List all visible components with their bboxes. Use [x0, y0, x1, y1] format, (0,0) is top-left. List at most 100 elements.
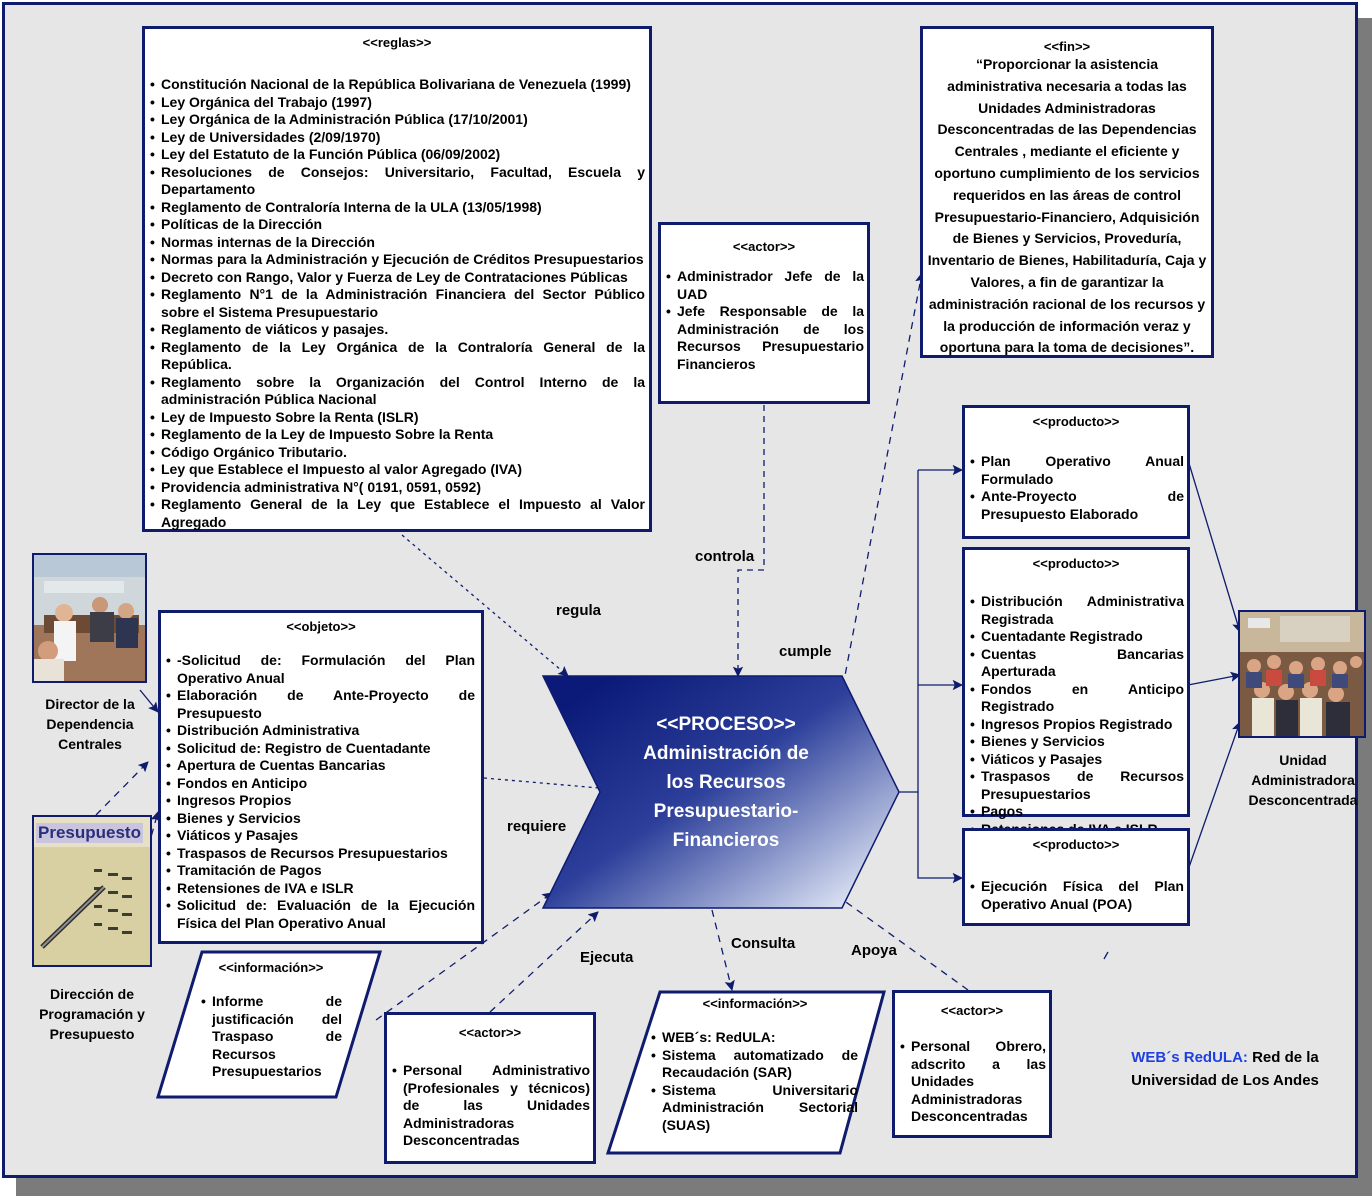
label-requiere: requiere [507, 818, 567, 835]
note-rest: Red de la Universidad de Los Andes [1131, 1049, 1319, 1089]
note-web: WEB´s [1131, 1049, 1180, 1066]
director-photo [32, 553, 147, 683]
info-left-content: <<información>> Informe de justificación… [196, 960, 346, 1081]
producto3-connector [917, 792, 964, 884]
reglas-stereotype: <<reglas>> [362, 35, 432, 50]
info-web-list: WEB´s: RedULA:Sistema automatizado de Re… [646, 1029, 864, 1134]
actor-obrero-stereotype: <<actor>> [940, 1003, 1004, 1018]
calculator-image [34, 847, 150, 965]
actor-obrero-list: Personal Obrero, adscrito a las Unidades… [895, 1038, 1049, 1126]
producto3-item: Ejecución Física del Plan Operativo Anua… [970, 878, 1184, 913]
producto1-unidad-connector [1187, 459, 1243, 633]
objeto-item: Apertura de Cuentas Bancarias [166, 757, 475, 775]
actor-obrero-item: Personal Obrero, adscrito a las Unidades… [900, 1038, 1046, 1126]
producto2-item: Cuentas Bancarias Aperturada [970, 646, 1184, 681]
producto1-box: <<producto>> Plan Operativo Anual Formul… [962, 405, 1190, 539]
actor-obrero-box: <<actor>> Personal Obrero, adscrito a la… [892, 990, 1052, 1138]
producto1-list: Plan Operativo Anual FormuladoAnte-Proye… [965, 453, 1187, 523]
producto1-item: Ante-Proyecto de Presupuesto Elaborado [970, 488, 1184, 523]
reglas-item: Ley Orgánica de la Administración Públic… [150, 111, 645, 129]
producto2-item: Pagos [970, 803, 1184, 821]
fin-stereotype: <<fin>> [1043, 39, 1091, 54]
presupuesto-caption: Dirección de Programación y Presupuesto [39, 986, 145, 1042]
reglas-item: Políticas de la Dirección [150, 216, 645, 234]
actor-bottom-box: <<actor>> Personal Administrativo (Profe… [384, 1012, 596, 1164]
objeto-item: Bienes y Servicios [166, 810, 475, 828]
process-name-line: los Recursos [666, 772, 786, 793]
presupuesto-word: Presupuesto [36, 823, 143, 843]
objeto-item: Elaboración de Ante-Proyecto de Presupue… [166, 687, 475, 722]
controla-connector [732, 405, 765, 678]
label-regula: regula [556, 602, 602, 619]
objeto-box: <<objeto>> -Solicitud de: Formulación de… [158, 610, 484, 944]
reglas-item: Normas para la Administración y Ejecució… [150, 251, 645, 269]
presupuesto-photo: Presupuesto [32, 815, 152, 967]
producto2-list: Distribución Administrativa RegistradaCu… [965, 593, 1187, 838]
info-web-content: <<información>> WEB´s: RedULA:Sistema au… [646, 996, 864, 1134]
reglas-item: Reglamento de Contraloría Interna de la … [150, 199, 645, 217]
objeto-item: Tramitación de Pagos [166, 862, 475, 880]
reglas-item: Reglamento de viáticos y pasajes. [150, 321, 645, 339]
reglas-item: Ley de Impuesto Sobre la Renta (ISLR) [150, 409, 645, 427]
process-name-line: Financieros [672, 830, 780, 851]
reglas-item: Ley Orgánica del Trabajo (1997) [150, 94, 645, 112]
actor-bottom-item: Personal Administrativo (Profesionales y… [392, 1062, 590, 1150]
stray-mark [1103, 951, 1109, 960]
unidad-photo [1238, 610, 1366, 738]
unidad-caption: Unidad Administradora Desconcentrada [1248, 752, 1358, 808]
reglas-item: Reglamento de la Ley Orgánica de la Cont… [150, 339, 645, 374]
info-web-item: Sistema Universitario Administración Sec… [651, 1082, 858, 1135]
label-ejecuta: Ejecuta [580, 949, 634, 966]
reglas-item: Reglamento de la Ley de Impuesto Sobre l… [150, 426, 645, 444]
producto3-box: <<producto>> Ejecución Física del Plan O… [962, 828, 1190, 926]
objeto-item: Ingresos Propios [166, 792, 475, 810]
producto2-item: Cuentadante Registrado [970, 628, 1184, 646]
label-consulta: Consulta [731, 935, 796, 952]
actor-top-box: <<actor>> Administrador Jefe de la UADJe… [658, 222, 870, 404]
actor-bottom-stereotype: <<actor>> [458, 1025, 522, 1040]
reglas-list: Constitución Nacional de la República Bo… [145, 76, 649, 531]
objeto-stereotype: <<objeto>> [286, 619, 356, 634]
producto2-item: Distribución Administrativa Registrada [970, 593, 1184, 628]
note-redula: RedULA: [1183, 1049, 1248, 1066]
producto2-unidad-connector [1187, 671, 1242, 686]
reglas-item: Normas internas de la Dirección [150, 234, 645, 252]
actor-top-item: Jefe Responsable de la Administración de… [666, 303, 864, 373]
producto2-box: <<producto>> Distribución Administrativa… [962, 547, 1190, 838]
producto2-item: Bienes y Servicios [970, 733, 1184, 751]
actor-top-item: Administrador Jefe de la UAD [666, 268, 864, 303]
reglas-item: Reglamento sobre la Organización del Con… [150, 374, 645, 409]
producto3-stereotype: <<producto>> [1032, 837, 1120, 852]
objeto-item: Solicitud de: Registro de Cuentadante [166, 740, 475, 758]
actor-top-stereotype: <<actor>> [732, 239, 796, 254]
process-name-line: Administración de [643, 743, 809, 764]
director-objeto-connector [139, 689, 159, 713]
process-chevron [541, 675, 900, 909]
info-left-item: Informe de justificación del Traspaso de… [201, 993, 342, 1081]
info-web-item: Sistema automatizado de Recaudación (SAR… [651, 1047, 858, 1082]
actor-bottom-list: Personal Administrativo (Profesionales y… [387, 1062, 593, 1150]
reglas-item: Ley que Establece el Impuesto al valor A… [150, 461, 645, 479]
process-title: <<PROCESO>> Administración de los Recurs… [600, 710, 852, 855]
consulta-connector [711, 909, 735, 992]
info-web-stereotype: <<información>> [702, 996, 808, 1011]
info-connector [375, 892, 553, 1021]
objeto-item: Retensiones de IVA e ISLR [166, 880, 475, 898]
meeting-photo-image [34, 555, 145, 681]
info-left-stereotype: <<información>> [218, 960, 324, 975]
label-cumple: cumple [779, 643, 832, 660]
objeto-item: Fondos en Anticipo [166, 775, 475, 793]
objeto-item: Distribución Administrativa [166, 722, 475, 740]
web-redula-note: WEB´s RedULA: Red de la Universidad de L… [1120, 1046, 1330, 1092]
producto-branch [898, 470, 919, 793]
reglas-item: Reglamento N°1 de la Administración Fina… [150, 286, 645, 321]
producto1-stereotype: <<producto>> [1032, 414, 1120, 429]
producto3-unidad-connector [1187, 721, 1242, 871]
cumple-connector [837, 271, 926, 713]
reglas-item: Providencia administrativa N°( 0191, 059… [150, 479, 645, 497]
reglas-item: Constitución Nacional de la República Bo… [150, 76, 645, 94]
objeto-list: -Solicitud de: Formulación del Plan Oper… [161, 652, 481, 932]
fin-box: <<fin>> “Proporcionar la asistencia admi… [920, 26, 1214, 358]
reglas-item: Ley del Estatuto de la Función Pública (… [150, 146, 645, 164]
